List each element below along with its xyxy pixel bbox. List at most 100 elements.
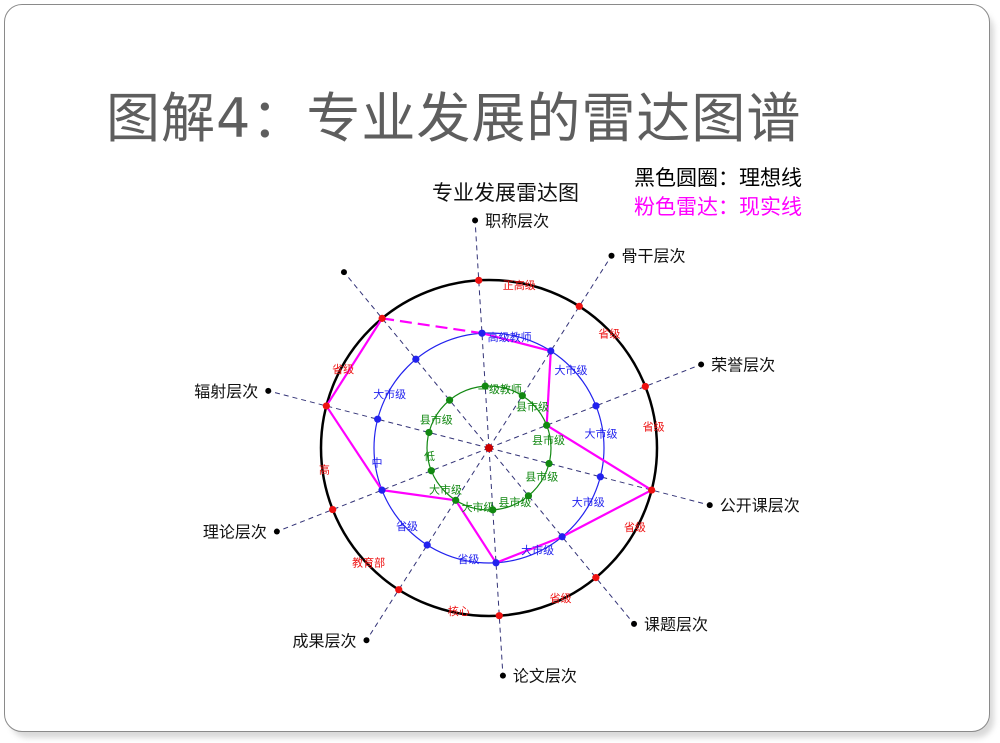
axis-name: 辐射层次 xyxy=(194,382,258,401)
level-dot xyxy=(547,347,555,355)
level-dot xyxy=(592,574,600,582)
axis-spoke xyxy=(488,255,612,449)
axis-spoke xyxy=(343,271,490,449)
level-dot xyxy=(489,506,497,514)
level-label: 大市级 xyxy=(462,500,495,514)
level-dot xyxy=(596,473,604,481)
level-dot xyxy=(425,428,433,437)
diagram-title: 专业发展雷达图 xyxy=(432,181,579,205)
axis-end-dot xyxy=(608,252,615,259)
axis-name: 骨干层次 xyxy=(622,247,686,266)
axis-name: 论文层次 xyxy=(513,667,577,686)
level-label: 大市级 xyxy=(521,543,554,557)
level-dot xyxy=(575,302,583,310)
axis-name: 荣誉层次 xyxy=(711,355,775,374)
actual-segment xyxy=(495,535,563,564)
axis-end-dot xyxy=(706,502,713,509)
level-dot xyxy=(592,402,600,410)
axis-spoke xyxy=(268,390,490,449)
level-dot xyxy=(641,382,649,391)
level-dot xyxy=(378,314,386,322)
level-label: 中 xyxy=(371,457,382,470)
legend-ideal: 黑色圆圈：理想线 xyxy=(634,166,802,190)
actual-segment xyxy=(381,317,483,335)
slide-title: 图解4：专业发展的雷达图谱 xyxy=(106,87,802,150)
axis-end-dot xyxy=(472,217,479,224)
level-label: 大市级 xyxy=(554,363,587,377)
level-label: 大市级 xyxy=(572,495,605,509)
axis-end-dot xyxy=(273,528,280,535)
ring-inner xyxy=(426,385,552,511)
level-dot xyxy=(423,541,431,549)
axis-end-dot xyxy=(499,672,506,679)
level-dot xyxy=(495,612,503,620)
axis-name: 职称层次 xyxy=(485,211,549,230)
ideal-circle xyxy=(319,278,659,618)
level-dot xyxy=(452,496,460,504)
level-label: 省级 xyxy=(396,520,418,533)
axis-end-dot xyxy=(340,269,347,276)
level-label: 大市级 xyxy=(373,387,406,401)
level-dot xyxy=(475,276,483,284)
level-label: 核心 xyxy=(448,604,470,618)
level-label: 教育部 xyxy=(352,555,385,569)
ring-middle xyxy=(373,332,605,564)
actual-segment xyxy=(325,405,383,491)
level-label: 县市级 xyxy=(420,412,453,426)
axis-spoke xyxy=(488,447,504,676)
level-dot xyxy=(445,396,454,404)
actual-segment xyxy=(381,489,456,502)
level-label: 县市级 xyxy=(532,433,565,447)
level-label: 省级 xyxy=(549,592,571,605)
axis-spoke xyxy=(366,447,490,641)
level-dot xyxy=(478,329,486,337)
level-dot xyxy=(558,533,566,541)
actual-segment xyxy=(546,424,653,491)
level-dot xyxy=(374,415,382,423)
level-dot xyxy=(412,355,420,363)
axis-spoke xyxy=(474,220,490,449)
level-label: 省级 xyxy=(624,521,646,534)
level-dot xyxy=(543,421,551,429)
axis-name: 课题层次 xyxy=(644,615,708,634)
level-label: 省级 xyxy=(643,420,665,433)
level-label: 大市级 xyxy=(585,426,618,440)
actual-segment xyxy=(454,499,497,564)
legend-actual: 粉色雷达：现实线 xyxy=(634,195,802,219)
level-dot xyxy=(524,492,533,500)
level-dot xyxy=(378,486,386,494)
level-label: 县市级 xyxy=(498,495,531,509)
actual-segment xyxy=(545,350,552,426)
axis-name: 理论层次 xyxy=(203,523,267,542)
slide-frame xyxy=(4,4,990,732)
level-label: 低 xyxy=(424,450,435,463)
level-dot xyxy=(322,402,330,410)
axis-end-dot xyxy=(631,620,638,627)
actual-segment xyxy=(325,317,384,407)
level-dot xyxy=(648,486,656,494)
level-label: 高级教师 xyxy=(488,330,532,344)
actual-segment xyxy=(561,489,653,538)
axis-end-dot xyxy=(363,637,370,644)
level-label: 省级 xyxy=(598,328,620,341)
level-dot xyxy=(492,559,500,567)
level-label: 省级 xyxy=(457,553,479,566)
axis-end-dot xyxy=(698,361,705,368)
level-dot xyxy=(518,392,526,400)
level-label: 高 xyxy=(319,463,330,477)
level-label: 省级 xyxy=(332,363,354,376)
level-dot xyxy=(481,382,489,390)
axis-spoke xyxy=(488,447,710,506)
level-label: 县市级 xyxy=(525,470,558,484)
level-dot xyxy=(545,459,553,468)
axis-spoke xyxy=(488,363,702,449)
level-label: 一级教师 xyxy=(478,383,522,396)
axis-end-dot xyxy=(265,387,272,394)
level-dot xyxy=(395,586,403,594)
center-dot xyxy=(485,444,493,452)
level-label: 大市级 xyxy=(429,482,462,496)
level-label: 正高级 xyxy=(503,278,536,292)
actual-segment xyxy=(481,332,552,353)
axis-spoke xyxy=(488,447,635,625)
